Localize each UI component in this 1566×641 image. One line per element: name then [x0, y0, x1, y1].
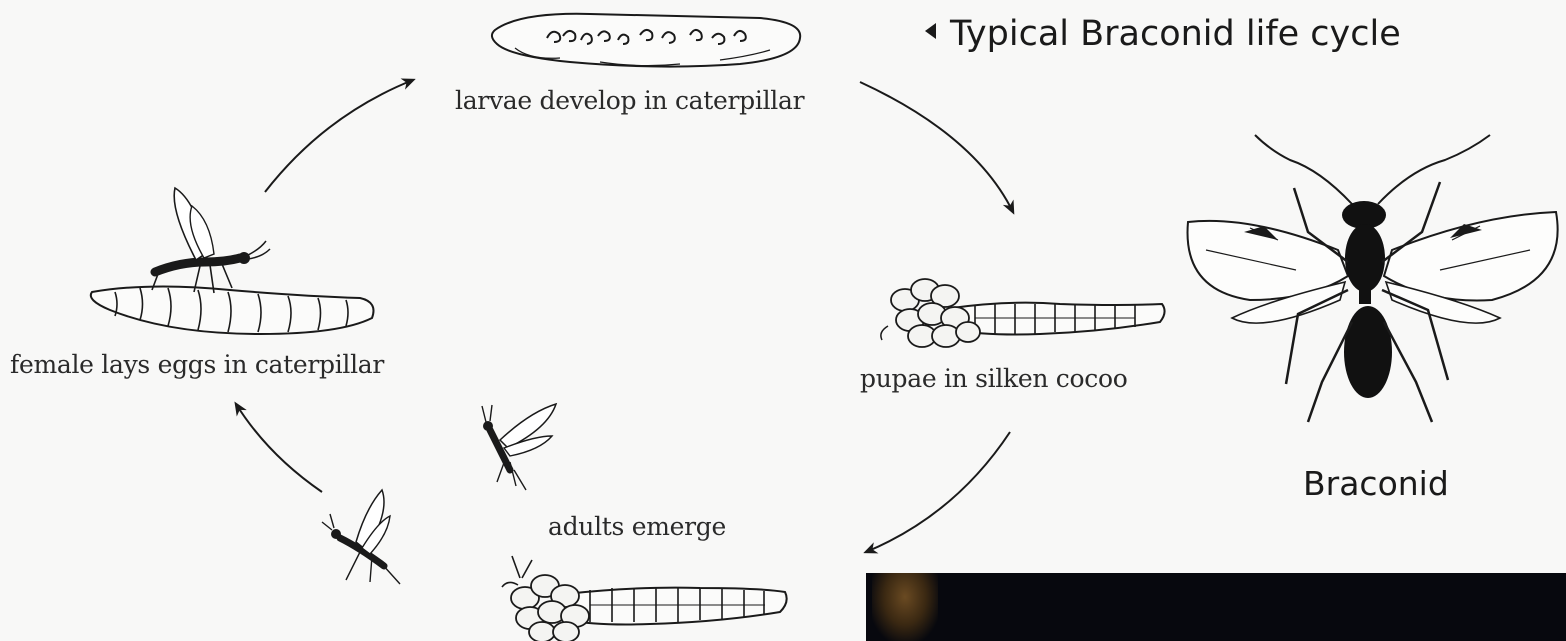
- egg-caterpillar-icon: [91, 286, 374, 334]
- wasp-icon: [152, 188, 270, 293]
- photo-detail: [872, 573, 938, 641]
- braconid-wasp-icon: [1188, 135, 1558, 422]
- specimen-label: Braconid: [1303, 464, 1449, 503]
- arrow-eggs-to-larvae: [265, 80, 413, 192]
- stage-label-pupae: pupae in silken cocoo: [860, 364, 1127, 393]
- arrow-larvae-to-pupae: [860, 82, 1013, 212]
- pupae-caterpillar-icon: [881, 279, 1165, 347]
- stage-label-eggs: female lays eggs in caterpillar: [10, 350, 384, 379]
- play-left-icon: [925, 23, 936, 39]
- stage-label-larvae: larvae develop in caterpillar: [455, 86, 804, 115]
- larvae-caterpillar-icon: [492, 14, 800, 67]
- diagram-title: Typical Braconid life cycle: [925, 14, 1401, 54]
- arrow-adults-to-eggs: [236, 404, 322, 492]
- wasp-icon: [482, 404, 556, 490]
- photo-thumbnail: [866, 573, 1566, 641]
- wasp-icon: [322, 490, 400, 584]
- diagram-title-text: Typical Braconid life cycle: [950, 14, 1401, 54]
- arrow-pupae-to-adults: [866, 432, 1010, 552]
- stage-label-adults: adults emerge: [548, 512, 726, 541]
- cocoon-caterpillar-icon: [502, 556, 787, 641]
